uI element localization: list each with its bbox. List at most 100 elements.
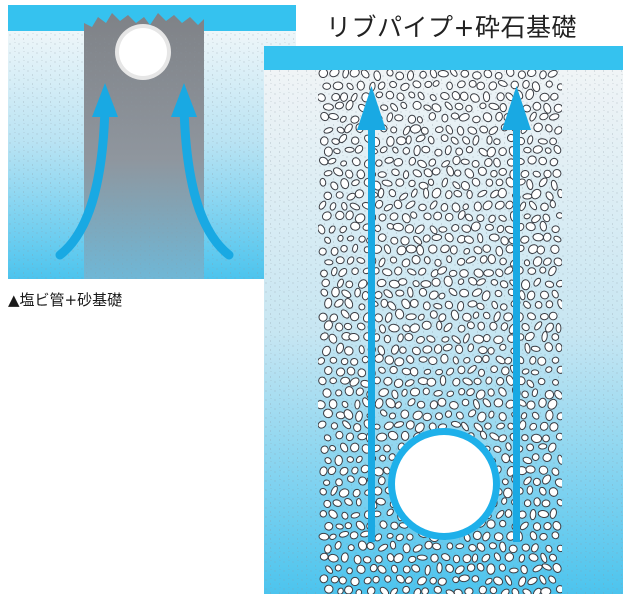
stone [554, 126, 562, 135]
stone [357, 540, 368, 551]
stone [452, 181, 461, 190]
stone [350, 442, 360, 453]
stone [499, 519, 507, 528]
stone [349, 202, 361, 211]
stone [421, 145, 431, 154]
stone [366, 541, 375, 551]
stone [389, 540, 397, 550]
stone [358, 476, 368, 486]
stone [378, 213, 387, 222]
stone [334, 298, 344, 308]
stone [426, 335, 436, 343]
stone [357, 432, 368, 441]
stone [319, 177, 327, 187]
stone [318, 357, 326, 365]
stone [322, 82, 332, 90]
stone [388, 279, 401, 289]
stone [353, 423, 362, 433]
stone [526, 400, 536, 410]
stone [527, 576, 538, 586]
stone [539, 220, 547, 232]
stone [473, 399, 480, 410]
stone [407, 286, 414, 298]
stone [528, 200, 538, 211]
stone [539, 421, 549, 431]
stone [437, 577, 447, 586]
stone [441, 113, 449, 123]
stone [477, 189, 488, 198]
stone [470, 93, 480, 103]
stone [500, 303, 508, 311]
stone [386, 553, 395, 563]
stone [498, 563, 507, 572]
stone [537, 356, 547, 366]
stone [478, 585, 487, 594]
stone [353, 554, 362, 565]
stone [355, 520, 366, 531]
stone [345, 169, 354, 179]
arrow-head-icon [92, 83, 118, 117]
stone [386, 136, 395, 147]
stone [418, 181, 429, 190]
stone [323, 434, 332, 442]
stone [518, 576, 527, 587]
stone [450, 309, 460, 321]
stone [394, 401, 402, 409]
stone [356, 564, 366, 574]
stone [472, 115, 481, 124]
stone [369, 563, 378, 573]
stone [494, 289, 503, 298]
stone [377, 171, 387, 178]
stone [407, 398, 416, 407]
stone [375, 159, 383, 167]
stone [554, 390, 562, 400]
stone [498, 434, 507, 443]
stone [440, 244, 450, 254]
stone [349, 531, 359, 540]
stone [451, 224, 460, 232]
stone [488, 102, 500, 111]
stone [464, 587, 474, 594]
stone [383, 421, 394, 430]
stone [471, 159, 480, 168]
stone [548, 575, 557, 584]
stone [351, 136, 360, 145]
stone [333, 167, 344, 177]
stone [523, 146, 532, 154]
stone [432, 542, 442, 551]
stone [526, 178, 534, 191]
stone [456, 257, 466, 266]
stone [482, 200, 493, 211]
stone [344, 522, 352, 530]
stone [473, 268, 484, 278]
stone [508, 544, 518, 554]
stone [495, 268, 504, 278]
stone [523, 300, 531, 309]
stone [357, 279, 368, 289]
stone [433, 390, 443, 397]
stone [333, 148, 341, 155]
stone [408, 555, 417, 563]
stone [318, 200, 327, 210]
stone [461, 398, 470, 407]
stone [428, 112, 437, 121]
stone [320, 288, 329, 297]
stone [375, 199, 384, 209]
stone [462, 554, 472, 564]
stone [486, 135, 493, 145]
stone [526, 290, 536, 301]
stone [401, 213, 411, 224]
stone [463, 235, 474, 244]
stone [334, 564, 342, 572]
stone [413, 235, 423, 245]
stone [429, 200, 438, 210]
stone [395, 178, 405, 187]
stone [440, 353, 449, 364]
stone [427, 135, 435, 145]
stone [363, 576, 372, 585]
stone [390, 103, 399, 112]
stone [352, 243, 359, 253]
stone [380, 298, 389, 308]
stone [385, 398, 396, 409]
stone [412, 169, 423, 178]
